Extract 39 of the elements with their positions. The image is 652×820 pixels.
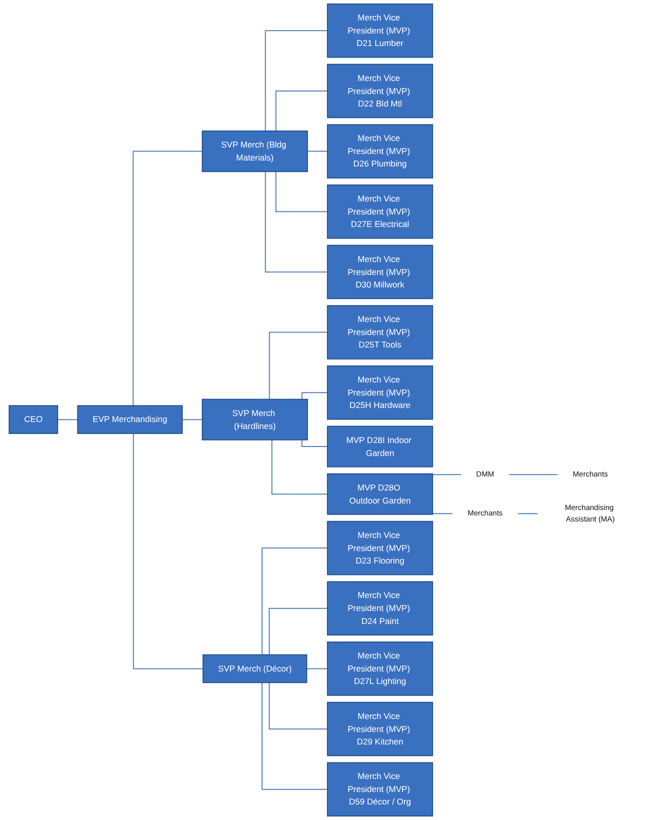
node-box: SVP Merch (Hardlines) xyxy=(202,398,308,440)
node-box: CEO xyxy=(8,405,58,434)
connector xyxy=(264,30,328,132)
node-box: SVP Merch (Bldg Materials) xyxy=(202,130,308,172)
node-box: Merch Vice President (MVP) D21 Lumber xyxy=(326,4,434,58)
connector xyxy=(264,171,328,272)
node-box: EVP Merchandising xyxy=(77,405,183,434)
node-box: SVP Merch (Décor) xyxy=(202,654,308,684)
node-box: Merch Vice President (MVP) D59 Décor / Org xyxy=(326,762,434,816)
connector xyxy=(508,474,558,476)
connector xyxy=(57,419,78,420)
connector xyxy=(271,439,328,495)
node-box: Merch Vice President (MVP) D23 Flooring xyxy=(326,520,434,576)
node-box: Merch Vice President (MVP) D27L Lighting xyxy=(326,642,434,696)
connector xyxy=(301,439,328,448)
connector xyxy=(301,392,328,400)
connector xyxy=(306,150,328,152)
connector xyxy=(132,432,204,670)
connector xyxy=(275,171,328,212)
node-box: Merch Vice President (MVP) D22 Bld Mtl xyxy=(326,64,434,118)
node-box: Merch Vice President (MVP) D29 Kitchen xyxy=(326,702,434,756)
node-box: Merch Vice President (MVP) D26 Plumbing xyxy=(326,124,434,178)
node-box: Merch Vice President (MVP) D30 Millwork xyxy=(326,244,434,300)
connector xyxy=(262,682,328,790)
connector xyxy=(268,682,328,730)
connector xyxy=(275,90,328,132)
connector xyxy=(517,513,538,514)
node-box: Merch Vice President (MVP) D25H Hardware xyxy=(326,365,434,420)
connector xyxy=(182,419,203,420)
connector xyxy=(306,668,328,670)
node-box: MVP D28I Indoor Garden xyxy=(326,426,434,468)
connector xyxy=(262,548,328,656)
connector xyxy=(132,150,203,406)
connector xyxy=(268,608,328,656)
node-box: Merch Vice President (MVP) D25T Tools xyxy=(326,305,434,360)
node-box: MVP D28O Outdoor Garden xyxy=(326,473,434,515)
connector xyxy=(268,332,328,400)
node-box: Merch Vice President (MVP) D24 Paint xyxy=(326,581,434,636)
node-box: Merch Vice President (MVP) D27E Electrical xyxy=(326,184,434,239)
